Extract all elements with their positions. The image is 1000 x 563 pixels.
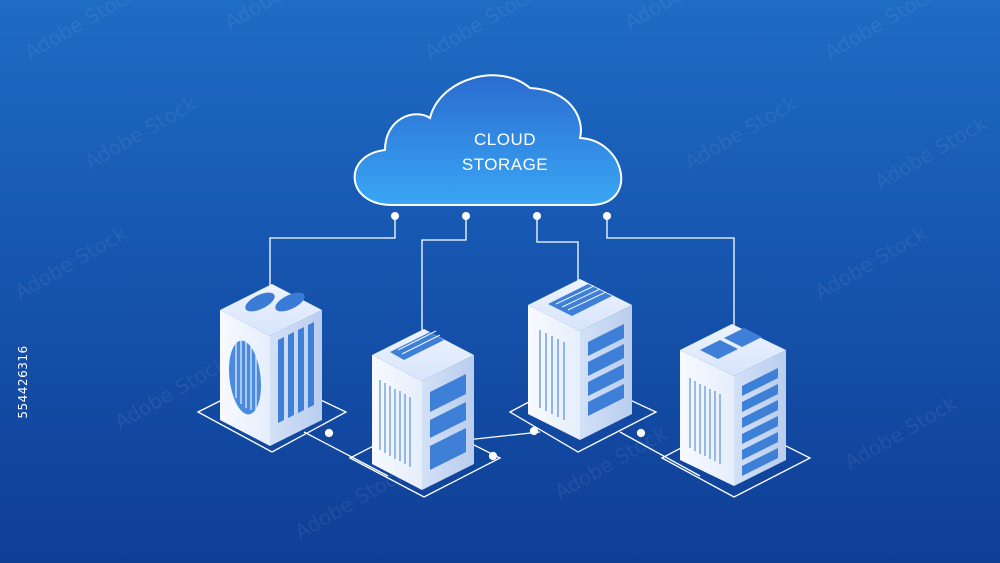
server-1-fan-grill [235, 336, 257, 410]
server-2-side-vents [379, 380, 411, 467]
server-3-side-vents [539, 330, 565, 420]
server-2-front-panels [430, 374, 466, 470]
watermark-text: Adobe Stock [221, 0, 342, 34]
watermark-text: Adobe Stock [81, 91, 202, 174]
server-4-top-drives [700, 328, 762, 359]
connection-line-3 [536, 216, 579, 290]
server-2-top-vent-lines [397, 330, 441, 355]
cloud-connections [269, 216, 735, 330]
connection-node-3 [533, 212, 541, 220]
server-2 [372, 329, 474, 490]
connection-line-4 [606, 216, 735, 325]
server-1-slots [278, 322, 314, 423]
server-3-rack-bays [588, 324, 624, 416]
cloud-shape: CLOUD STORAGE [353, 74, 623, 206]
watermark-text: Adobe Stock [821, 0, 942, 64]
watermark-text: Adobe Stock [621, 0, 742, 34]
watermark-text: Adobe Stock [681, 91, 802, 174]
server-4-side-vents [689, 378, 721, 464]
server-3-top-panel [548, 284, 612, 316]
stock-id-label: 554426316 [16, 345, 30, 419]
connection-line-1 [269, 216, 396, 300]
server-3 [528, 279, 632, 440]
server-1-top-vent [245, 292, 305, 312]
server-1 [220, 284, 322, 446]
watermark-text: Adobe Stock [11, 221, 132, 304]
server-4 [680, 324, 786, 486]
connection-line-2 [421, 216, 467, 330]
cloud-label-line1: CLOUD [474, 130, 536, 149]
watermark-text: Adobe Stock [21, 0, 142, 64]
watermark-text: Adobe Stock [811, 221, 932, 304]
watermark-text: Adobe Stock [421, 0, 542, 64]
server-links [303, 426, 701, 477]
server-1-fan [229, 340, 261, 415]
connection-nodes [391, 212, 611, 220]
connection-node-1 [391, 212, 399, 220]
watermark-text: Adobe Stock [111, 351, 232, 434]
cloud-label-line2: STORAGE [462, 155, 548, 174]
connection-node-4 [603, 212, 611, 220]
server-3-top-lines [555, 285, 607, 311]
server-4-drive-bays [742, 368, 778, 476]
connection-node-2 [462, 212, 470, 220]
watermark-text: Adobe Stock [871, 111, 992, 194]
watermark-text: Adobe Stock [841, 391, 962, 474]
